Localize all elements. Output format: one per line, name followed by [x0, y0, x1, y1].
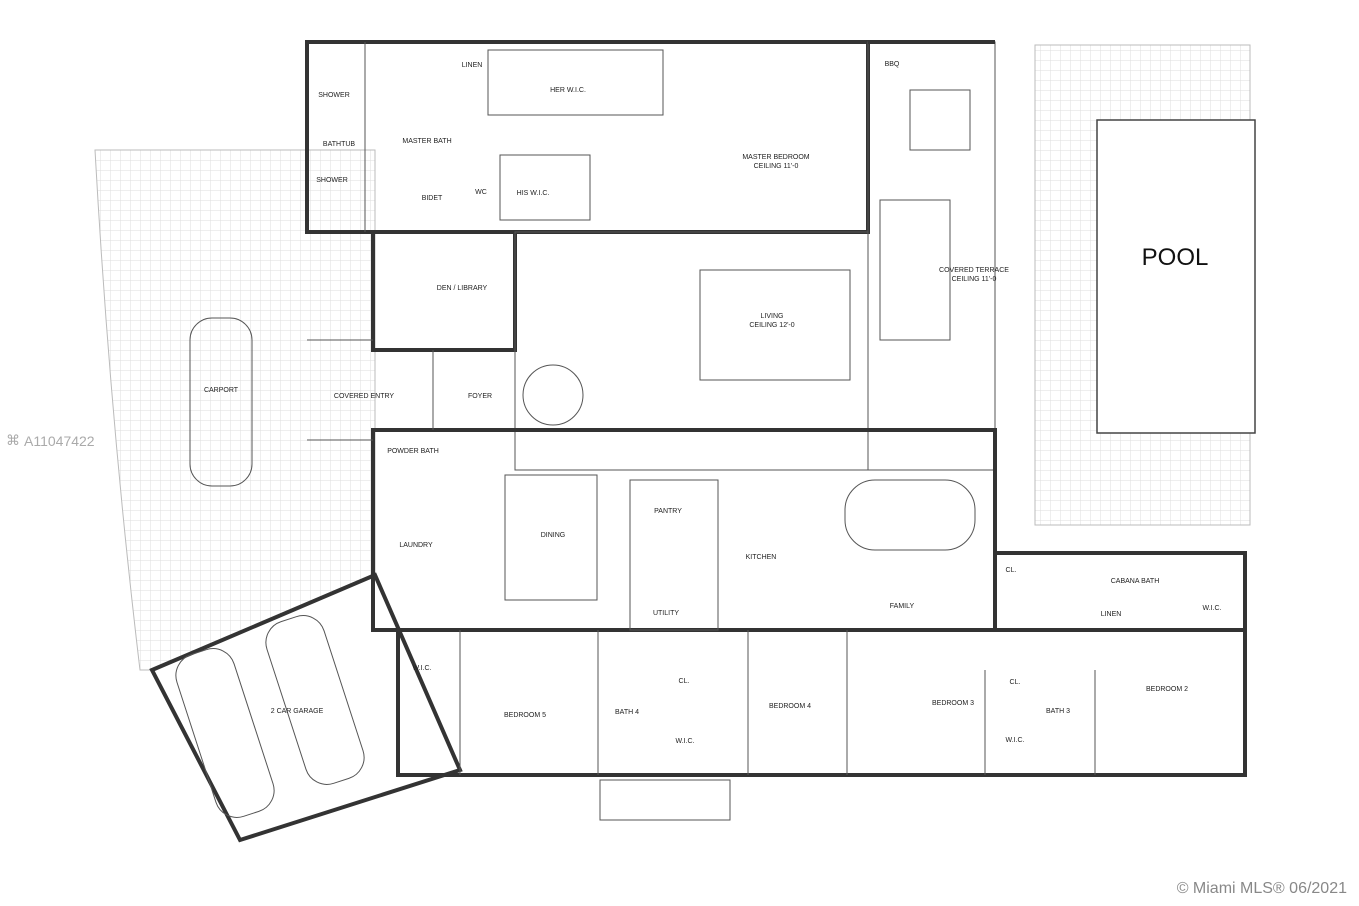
label-bedroom-2: BEDROOM 2	[1146, 686, 1188, 693]
label-covered-terrace: COVERED TERRACE	[939, 267, 1009, 274]
label-bath-3: BATH 3	[1046, 708, 1070, 715]
label-utility: UTILITY	[653, 610, 679, 617]
label-dining: DINING	[541, 532, 566, 539]
label-bbq: BBQ	[885, 61, 900, 68]
label-master-bedroom: MASTER BEDROOM	[742, 154, 809, 161]
carport-paving	[94, 149, 376, 671]
label-den-library: DEN / LIBRARY	[437, 285, 488, 292]
label-carport: CARPORT	[204, 387, 239, 394]
label-her-wic: HER W.I.C.	[550, 87, 586, 94]
label-wc: WC	[475, 189, 487, 196]
label-cabana-linen: LINEN	[1101, 611, 1122, 618]
label-master-bath: MASTER BATH	[402, 138, 451, 145]
label-bath3-wic: W.I.C.	[1005, 737, 1024, 744]
label-pool: POOL	[1142, 244, 1209, 271]
label-cabana-bath: CABANA BATH	[1111, 578, 1160, 585]
label-linen: LINEN	[462, 62, 483, 69]
label-foyer: FOYER	[468, 393, 492, 400]
label-bedroom-3: BEDROOM 3	[932, 700, 974, 707]
label-shower-2: SHOWER	[316, 177, 348, 184]
terrace-walls	[867, 41, 996, 471]
pool	[1096, 119, 1256, 434]
cabana-walls	[993, 551, 1247, 632]
label-garage: 2 CAR GARAGE	[271, 708, 324, 715]
label-laundry: LAUNDRY	[399, 542, 433, 549]
mls-logo-icon: ⌘	[6, 432, 20, 448]
label-garage-wic: W.I.C.	[412, 665, 431, 672]
bedroom-wing-walls	[396, 628, 1247, 777]
label-bath-4: BATH 4	[615, 709, 639, 716]
copyright-footer: © Miami MLS® 06/2021	[1176, 880, 1347, 897]
label-covered-entry: COVERED ENTRY	[334, 393, 394, 400]
master-wing-walls	[305, 40, 870, 234]
listing-watermark: ⌘ A11047422	[6, 432, 95, 449]
label-bedroom-5: BEDROOM 5	[504, 712, 546, 719]
label-cabana-cl: CL.	[1006, 567, 1017, 574]
label-family: FAMILY	[890, 603, 915, 610]
label-living-ceiling: CEILING 12'-0	[749, 322, 794, 329]
label-bath4-wic: W.I.C.	[675, 738, 694, 745]
label-powder-bath: POWDER BATH	[387, 448, 439, 455]
label-his-wic: HIS W.I.C.	[517, 190, 550, 197]
label-living: LIVING	[761, 313, 784, 320]
label-bath3-cl: CL.	[1010, 679, 1021, 686]
listing-id: A11047422	[24, 432, 95, 449]
label-cabana-wic: W.I.C.	[1202, 605, 1221, 612]
label-bathtub: BATHTUB	[323, 141, 355, 148]
label-kitchen: KITCHEN	[746, 554, 777, 561]
label-covered-terrace-ceiling: CEILING 11'-0	[952, 276, 997, 283]
interior-partitions	[307, 42, 1096, 821]
label-bedroom-4: BEDROOM 4	[769, 703, 811, 710]
car-icons	[175, 317, 365, 818]
label-bath4-cl: CL.	[679, 678, 690, 685]
label-pantry: PANTRY	[654, 508, 682, 515]
label-bidet: BIDET	[422, 195, 443, 202]
living-area	[514, 231, 869, 471]
label-shower-1: SHOWER	[318, 92, 350, 99]
central-walls	[371, 428, 997, 632]
label-master-bedroom-ceiling: CEILING 11'-0	[754, 163, 799, 170]
